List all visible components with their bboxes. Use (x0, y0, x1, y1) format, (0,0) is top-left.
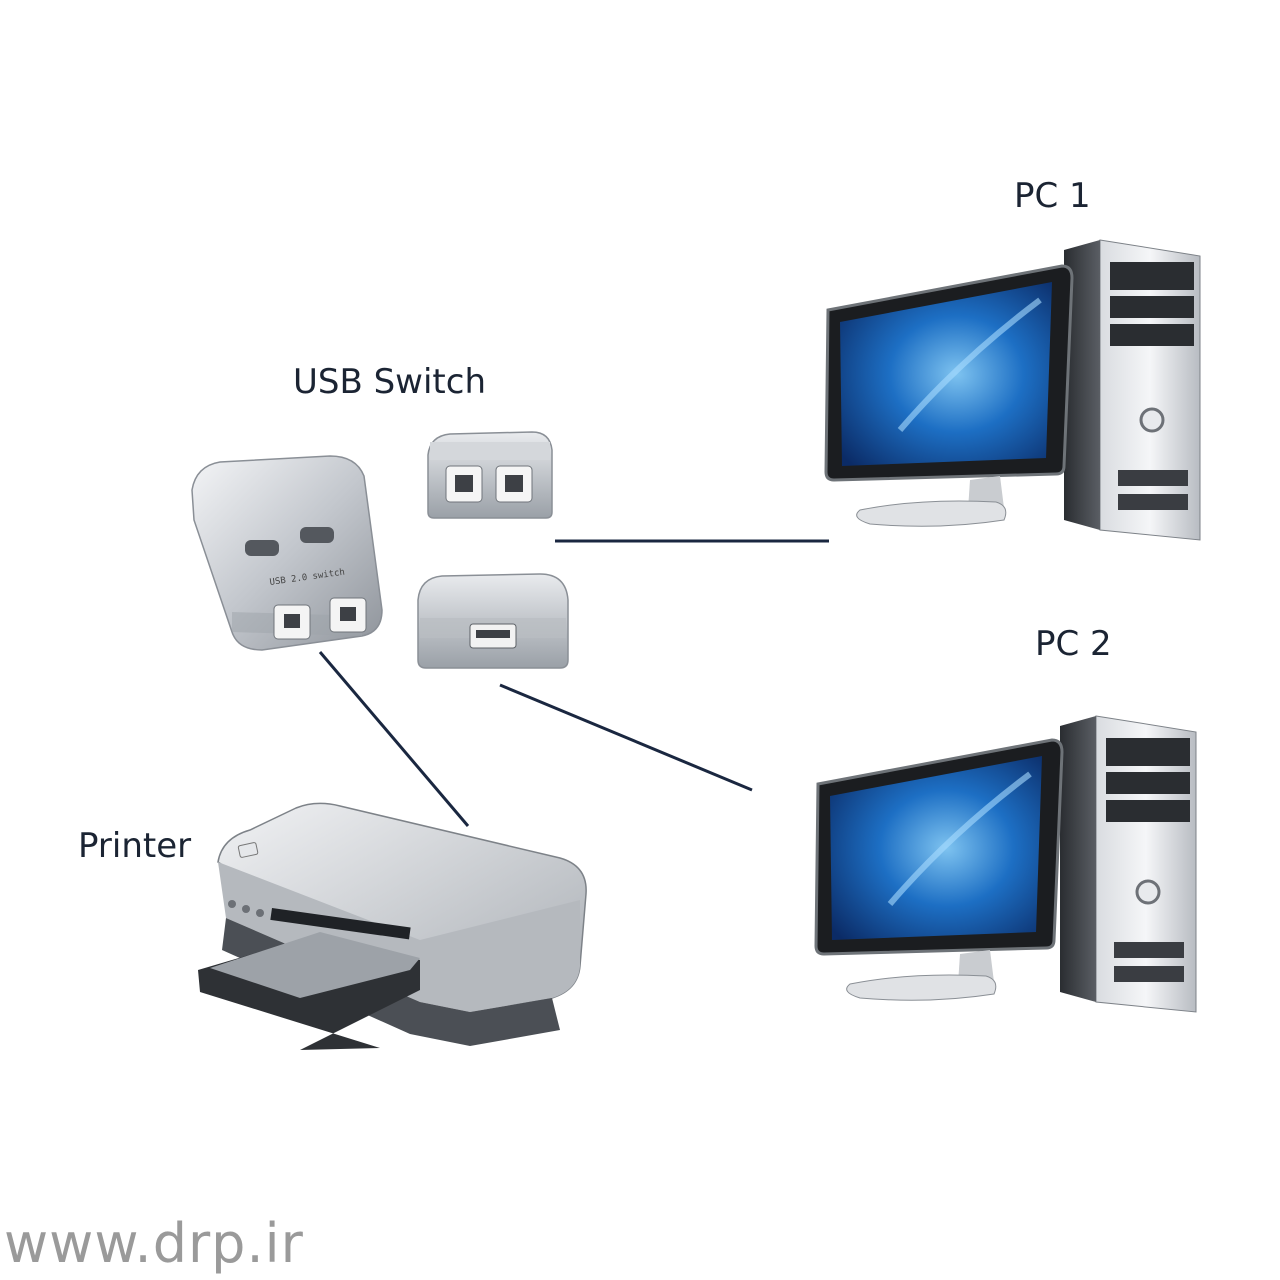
watermark-text: www.drp.ir (4, 1212, 304, 1275)
pc2-label: PC 2 (1035, 624, 1112, 664)
link-switch-pc2 (499, 683, 753, 792)
desktop-pc-icon (814, 715, 1197, 1013)
usb-port-b-icon (427, 431, 553, 519)
desktop-pc-icon (824, 239, 1201, 541)
link-switch-printer (318, 651, 470, 827)
printer-label: Printer (78, 826, 192, 866)
printer-icon (198, 802, 587, 1050)
usb-switch-label: USB Switch (293, 362, 487, 402)
pc1-label: PC 1 (1014, 176, 1091, 216)
usb-switch-icon: USB 2.0 switch (191, 455, 383, 651)
usb-port-a-icon (417, 573, 569, 669)
